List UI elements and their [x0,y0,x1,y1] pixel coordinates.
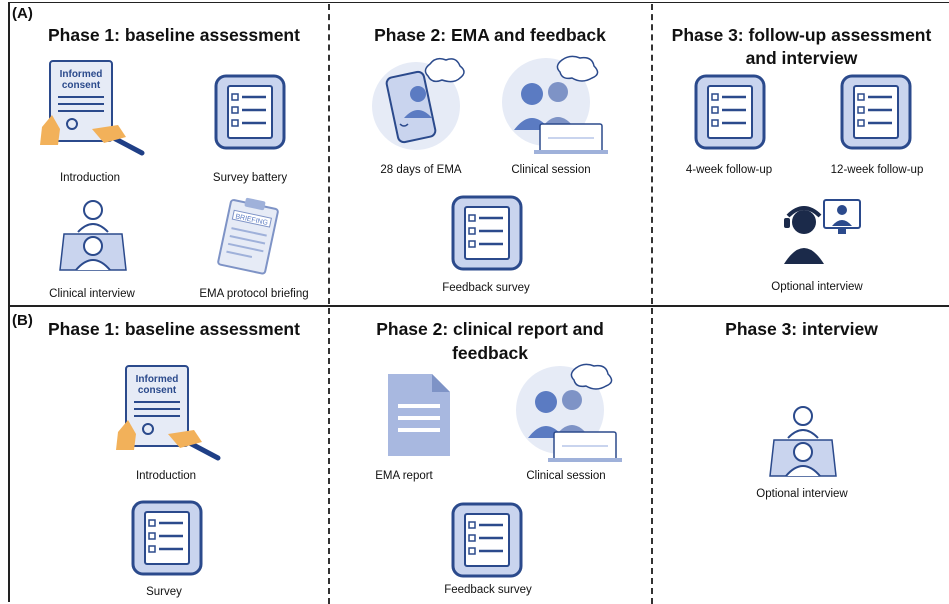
item-caption: EMA report [375,470,433,482]
item-caption: Survey [146,586,182,598]
phase-title: Phase 2: EMA and feedback [374,25,606,45]
interview-desk-icon [769,406,837,477]
column-divider [651,308,653,604]
phase-title: feedback [452,343,528,363]
survey-checklist-icon [451,195,523,271]
clinical-session-icon [516,363,622,462]
item-caption: 4-week follow-up [685,164,773,176]
outer-border-top [8,2,949,3]
svg-text:consent: consent [62,80,101,91]
survey-checklist-icon [451,502,523,578]
column-divider [651,4,653,304]
informed-consent-icon: Informed consent [40,60,145,156]
survey-checklist-icon [214,74,286,150]
item-caption: Optional interview [756,488,848,500]
briefing-clipboard-icon: BRIEFING [217,197,279,275]
panel-label: (B) [12,312,33,329]
outer-border-left [8,2,10,602]
phase-title: Phase 1: baseline assessment [48,319,300,339]
svg-text:consent: consent [138,385,177,396]
informed-consent-icon: Informed consent [116,365,221,461]
clinical-session-icon [502,55,608,154]
document-report-icon [388,374,450,456]
item-caption: EMA protocol briefing [199,288,309,300]
interview-desk-icon [59,200,127,271]
video-interview-icon [784,199,861,264]
item-caption: 28 days of EMA [380,164,462,176]
survey-checklist-icon [131,500,203,576]
panel-label: (A) [12,5,33,22]
item-caption: Feedback survey [442,282,530,294]
survey-checklist-icon [840,74,912,150]
smartphone-ema-icon [372,57,465,150]
svg-text:Informed: Informed [136,374,179,385]
item-caption: Clinical session [526,470,606,482]
phase-title: Phase 2: clinical report and [376,319,604,339]
item-caption: Clinical session [511,164,591,176]
item-caption: Introduction [59,172,121,184]
item-caption: 12-week follow-up [830,164,924,176]
column-divider [328,4,330,304]
item-caption: Clinical interview [49,288,135,300]
column-divider [328,308,330,604]
item-caption: Survey battery [212,172,288,184]
phase-title: Phase 1: baseline assessment [48,25,300,45]
svg-text:Informed: Informed [60,69,103,80]
phase-title: and interview [745,48,858,68]
panel-divider [8,305,949,307]
item-caption: Introduction [135,470,197,482]
survey-checklist-icon [694,74,766,150]
item-caption: Feedback survey [444,584,532,596]
phase-title: Phase 3: interview [725,319,878,339]
item-caption: Optional interview [771,281,863,293]
phase-title: Phase 3: follow-up assessment [671,25,932,45]
